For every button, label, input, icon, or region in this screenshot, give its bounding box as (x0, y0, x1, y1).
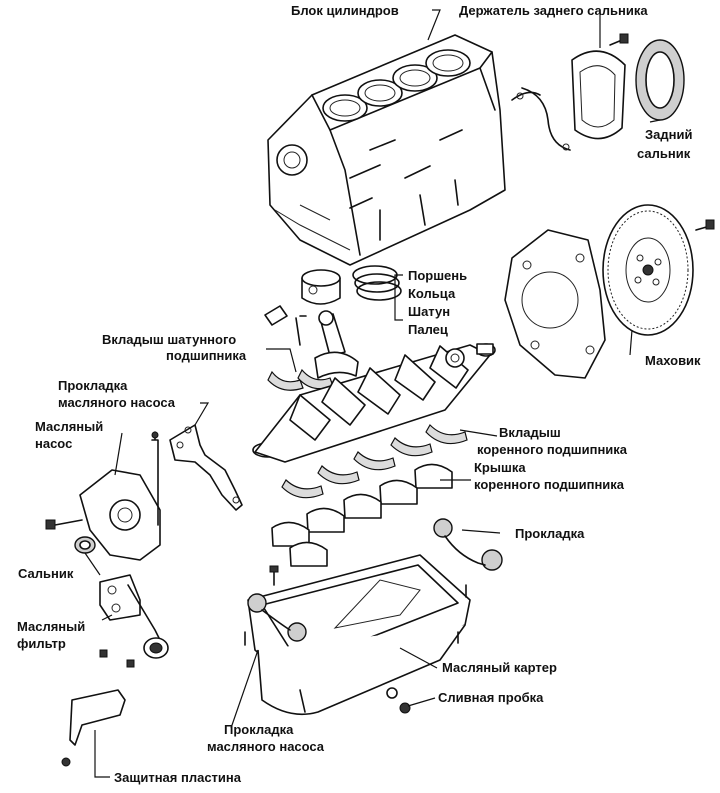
label-rear-seal-holder: Держатель заднего сальника (459, 3, 648, 18)
label-shield-plate: Защитная пластина (114, 770, 242, 785)
label-conrod-bearing-line2: подшипника (166, 348, 247, 363)
label-seal: Сальник (18, 566, 74, 581)
oil-pan (247, 554, 471, 716)
label-conrod-bearing-line1: Вкладыш шатунного (102, 332, 236, 347)
label-main-cap-line1: Крышка (474, 460, 526, 475)
oil-pump (79, 431, 161, 561)
label-flywheel: Маховик (645, 353, 701, 368)
label-gasket: Прокладка (515, 526, 585, 541)
main-bearings (281, 424, 468, 499)
label-pump-gasket-bottom-line1: Прокладка (224, 722, 294, 737)
cylinder-block (267, 34, 506, 266)
label-rear-seal-line1: Задний (645, 127, 692, 142)
rear-seal-holder (511, 50, 626, 151)
drain-plug (386, 687, 411, 714)
connecting-rod (295, 310, 359, 379)
oil-pump-gasket (169, 424, 243, 511)
label-conrod: Шатун (408, 304, 450, 319)
pump-bolt (45, 519, 83, 530)
piston (301, 269, 341, 305)
rear-main-gasket (433, 518, 503, 571)
piston-rings (352, 265, 402, 301)
oil-pan-bolts (244, 565, 467, 646)
label-oil-filter-line2: фильтр (17, 636, 66, 651)
leader-lines (84, 9, 661, 778)
label-pump-gasket-top-line2: масляного насоса (58, 395, 176, 410)
bolt-flywheel (695, 219, 715, 231)
flywheel (602, 204, 694, 336)
label-main-cap-line2: коренного подшипника (474, 477, 625, 492)
bolt-seal-holder (609, 33, 629, 46)
label-main-bearing-line2: коренного подшипника (477, 442, 628, 457)
label-pump-gasket-top-line1: Прокладка (58, 378, 128, 393)
rear-seal (635, 39, 685, 121)
oil-filter (143, 637, 169, 659)
label-rings: Кольца (408, 286, 456, 301)
front-seal (74, 536, 96, 554)
label-piston: Поршень (408, 268, 467, 283)
label-rear-seal-line2: сальник (637, 146, 691, 161)
shield-plate (61, 689, 126, 767)
filter-bolts (99, 649, 135, 668)
label-main-bearing-line1: Вкладыш (499, 425, 561, 440)
crank-bushing (476, 343, 496, 357)
label-drain-plug: Сливная пробка (438, 690, 544, 705)
labels: Блок цилиндров Держатель заднего сальник… (17, 3, 701, 785)
main-caps (271, 463, 453, 567)
label-oil-pump-line1: Масляный (35, 419, 103, 434)
label-cylinder-block: Блок цилиндров (291, 3, 399, 18)
label-pump-gasket-bottom-line2: масляного насоса (207, 739, 325, 754)
label-oil-pan: Масляный картер (442, 660, 557, 675)
label-oil-pump-line2: насос (35, 436, 72, 451)
piston-pin (264, 305, 288, 326)
rear-plate (504, 229, 606, 379)
crankshaft (252, 344, 491, 463)
label-pin: Палец (408, 322, 448, 337)
oil-filter-bracket (99, 574, 161, 641)
label-oil-filter-line1: Масляный (17, 619, 85, 634)
